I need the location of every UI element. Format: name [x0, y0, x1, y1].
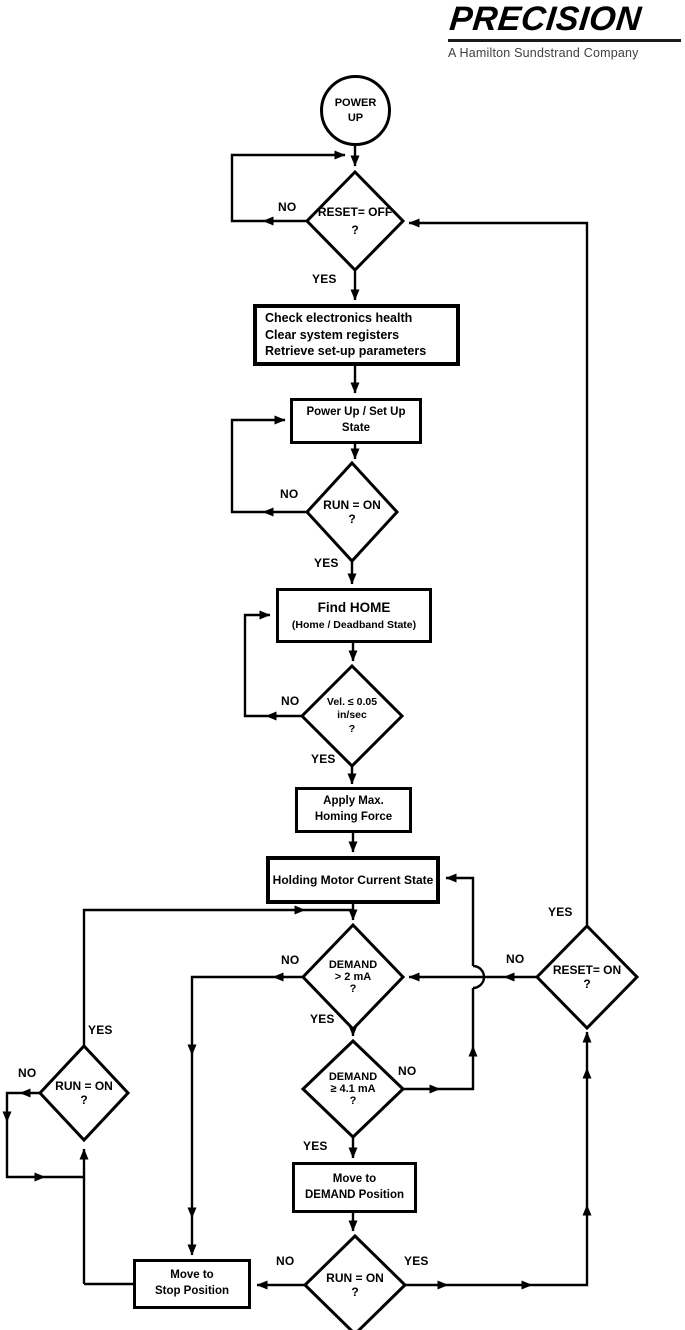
runbottom-no-label: NO: [276, 1254, 295, 1268]
vel-no-label: NO: [281, 694, 300, 708]
move-to-demand-position-box: Move to DEMAND Position: [292, 1162, 417, 1213]
power-up-set-up-state-box: Power Up / Set Up State: [290, 398, 422, 444]
reseton-no-label: NO: [506, 952, 525, 966]
move-to-stop-position-box: Move to Stop Position: [133, 1259, 251, 1309]
demand-2ma-diamond: [300, 922, 406, 1032]
run1-no-label: NO: [280, 487, 299, 501]
precision-logo: PRECISION A Hamilton Sundstrand Company: [447, 0, 684, 60]
reset-off-yes-label: YES: [312, 272, 337, 286]
demand-41ma-diamond: [300, 1038, 406, 1140]
runleft-yes-label: YES: [88, 1023, 113, 1037]
edge-runleft-no-bottom: [5, 1122, 46, 1182]
power-up-terminal: POWER UP: [320, 75, 391, 146]
demand2-no-label: NO: [281, 953, 300, 967]
run-on-1-diamond: [304, 460, 400, 564]
edge-demand2-no-down-1: [187, 975, 273, 1056]
run-on-bottom-diamond: [302, 1233, 408, 1330]
edge-demand41-no-up-1: [440, 1045, 478, 1091]
holding-motor-current-state-box: Holding Motor Current State: [266, 856, 440, 904]
vel-diamond: [299, 663, 405, 769]
decision-diamonds: [37, 169, 640, 1330]
demand41-yes-label: YES: [303, 1139, 328, 1153]
edge-vel-no-loop: [243, 610, 271, 718]
reset-on-diamond: [534, 923, 640, 1031]
logo-divider: [448, 39, 681, 42]
run-on-left-diamond: [37, 1043, 131, 1143]
runbottom-yes-label: YES: [404, 1254, 429, 1268]
find-home-subtitle: (Home / Deadband State): [291, 618, 417, 631]
edge-demand41-no-to-holding: [445, 873, 475, 966]
reset-off-diamond: [304, 169, 406, 273]
edge-run1-no-loop: [230, 415, 286, 514]
run1-yes-label: YES: [314, 556, 339, 570]
logo-tagline: A Hamilton Sundstrand Company: [448, 46, 639, 60]
flow-edges: [2, 145, 592, 1290]
apply-max-homing-force-box: Apply Max. Homing Force: [295, 787, 412, 833]
reseton-yes-label: YES: [548, 905, 573, 919]
demand41-no-label: NO: [398, 1064, 417, 1078]
reset-off-no-label: NO: [278, 200, 297, 214]
logo-brand-text: PRECISION: [447, 0, 644, 38]
runleft-no-label: NO: [18, 1066, 37, 1080]
edge-runbottom-yes-up-1: [532, 1204, 592, 1287]
edge-resetoff-no-loop: [230, 150, 346, 223]
check-electronics-process-box: Check electronics health Clear system re…: [253, 304, 460, 366]
edge-runleft-yes-up: [82, 905, 306, 1046]
find-home-title: Find HOME: [317, 600, 391, 616]
edge-runleft-no-down: [2, 1091, 20, 1123]
vel-yes-label: YES: [311, 752, 336, 766]
demand2-yes-label: YES: [310, 1012, 335, 1026]
find-home-state-box: Find HOME (Home / Deadband State): [276, 588, 432, 643]
edge-reseton-yes-to-resetoff: [408, 218, 589, 926]
